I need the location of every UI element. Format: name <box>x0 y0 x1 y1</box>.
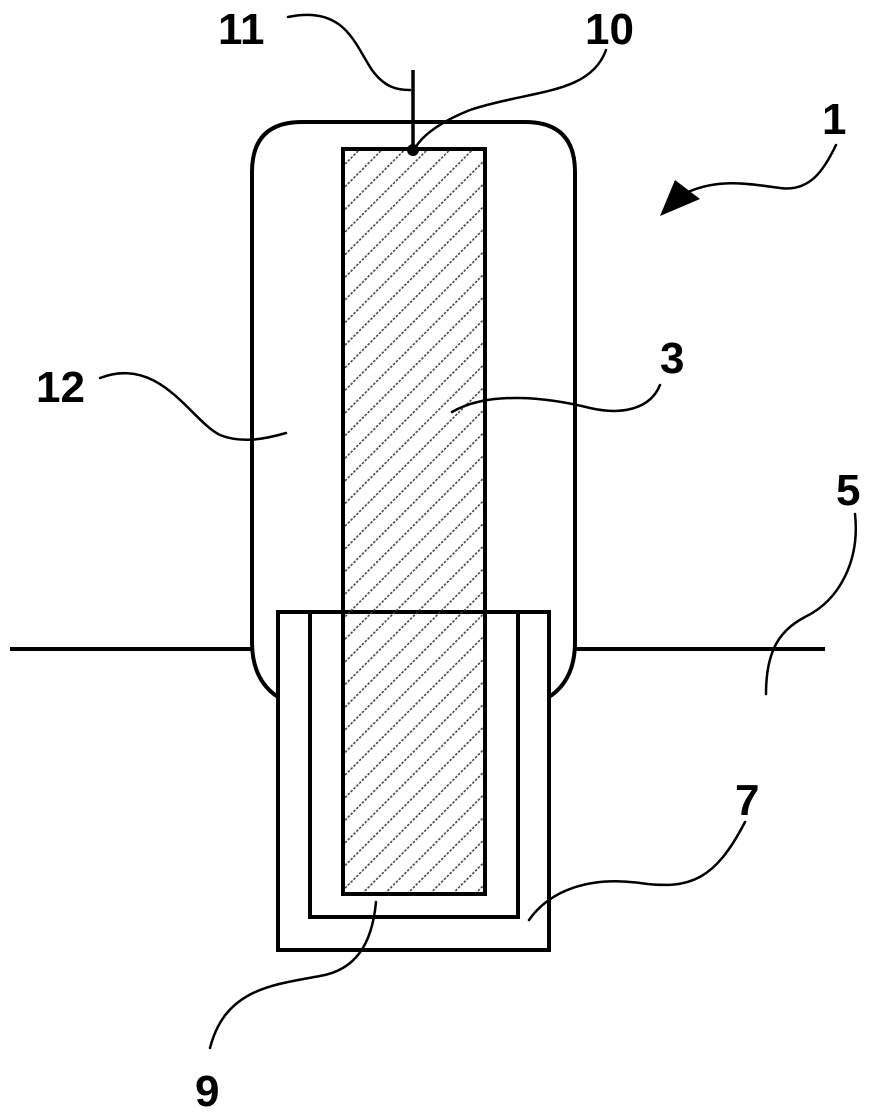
leader-1 <box>688 145 836 192</box>
label-9: 9 <box>195 1067 219 1116</box>
label-12: 12 <box>36 363 85 412</box>
assembly-arrow-head <box>660 180 700 216</box>
leader-12 <box>100 373 286 440</box>
label-10: 10 <box>585 5 634 54</box>
leader-10 <box>415 50 606 148</box>
label-1: 1 <box>822 95 846 144</box>
leader-9 <box>210 902 376 1048</box>
core-fill <box>343 149 485 894</box>
leader-7 <box>529 822 745 920</box>
leader-5 <box>766 514 856 694</box>
label-5: 5 <box>836 466 860 515</box>
leader-11 <box>288 15 410 90</box>
label-11: 11 <box>218 5 265 54</box>
label-7: 7 <box>735 776 759 825</box>
label-3: 3 <box>660 334 684 383</box>
